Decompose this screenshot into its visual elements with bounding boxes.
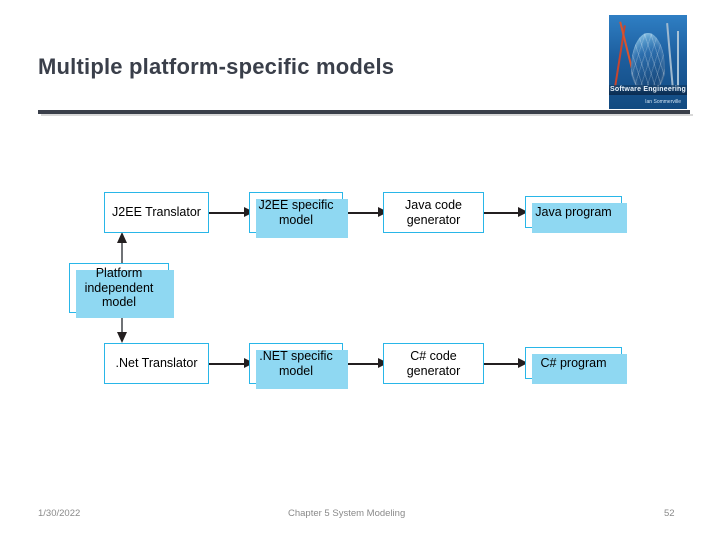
node-java-program[interactable]: Java program: [525, 196, 627, 233]
arrowhead-right-icon: [518, 358, 528, 368]
edge-line: [121, 236, 123, 265]
edge-line: [343, 363, 379, 365]
node-net-translator[interactable]: .Net Translator: [104, 343, 209, 384]
title-rule: [38, 110, 690, 114]
arrowhead-down-icon: [117, 332, 127, 343]
cover-author: Ian Sommerville: [645, 99, 681, 105]
edge-line: [484, 212, 519, 214]
edge-j2ee-translator-to-j2ee-specific: [209, 202, 254, 222]
node-j2ee-translator[interactable]: J2EE Translator: [104, 192, 209, 233]
edge-platform-model-to-j2ee-translator: [112, 232, 132, 265]
edge-line: [484, 363, 519, 365]
cover-building-icon: [631, 33, 665, 91]
edge-line: [209, 212, 245, 214]
arrowhead-up-icon: [117, 232, 127, 243]
edge-csharp-generator-to-csharp-program: [484, 353, 528, 373]
node-label: J2EE Translator: [112, 205, 201, 220]
cover-title: Software Engineering: [610, 86, 686, 93]
footer-page-number: 52: [664, 508, 675, 519]
footer-date: 1/30/2022: [38, 508, 81, 519]
edge-net-specific-to-csharp-generator: [343, 353, 388, 373]
edge-j2ee-specific-to-java-generator: [343, 202, 388, 222]
book-cover-image: Software Engineering Ian Sommerville: [608, 14, 688, 110]
edge-line: [121, 305, 123, 339]
node-label: .Net Translator: [115, 356, 198, 371]
edge-line: [343, 212, 379, 214]
node-label: Java program: [535, 204, 612, 219]
edge-net-translator-to-net-specific: [209, 353, 254, 373]
node-csharp-program[interactable]: C# program: [525, 347, 627, 384]
page-title: Multiple platform-specific models: [38, 54, 395, 79]
edge-platform-model-to-net-translator: [112, 305, 132, 343]
title-rule-shadow: [41, 114, 693, 116]
cover-deck: [609, 85, 687, 95]
arrowhead-right-icon: [518, 207, 528, 217]
node-label: C# program: [540, 355, 607, 370]
edge-line: [209, 363, 245, 365]
cover-mast-right-icon: [677, 31, 679, 89]
edge-java-generator-to-java-program: [484, 202, 528, 222]
footer-chapter-label: Chapter 5 System Modeling: [288, 508, 406, 519]
